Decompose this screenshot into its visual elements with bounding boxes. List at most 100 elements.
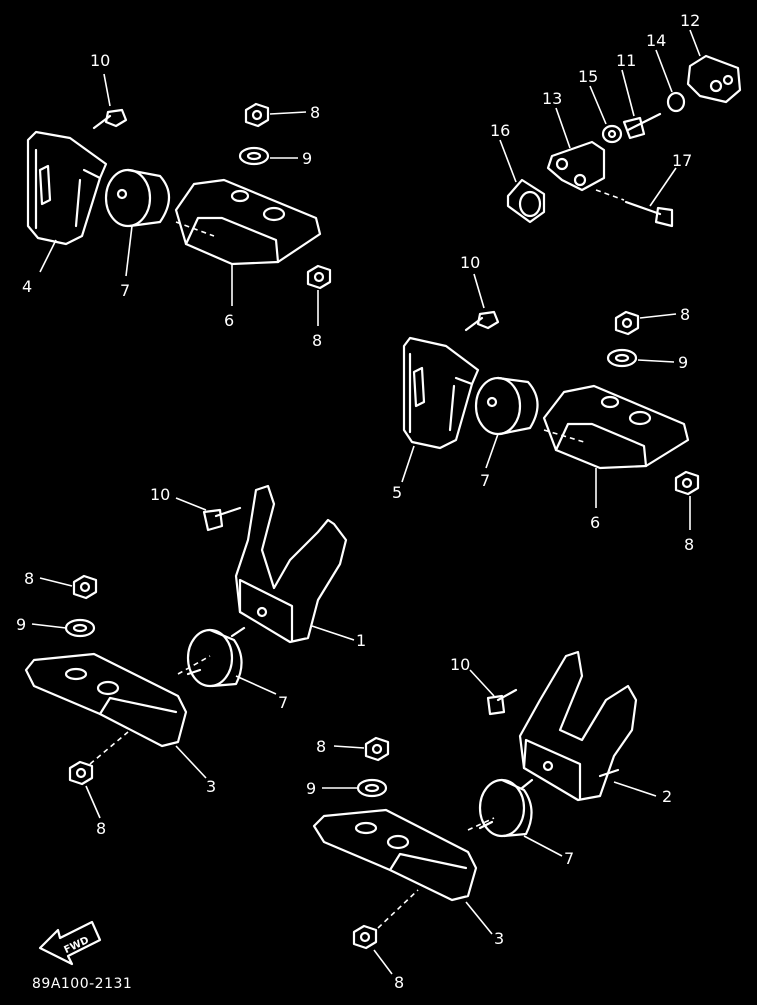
nut-8-middle-lower	[674, 470, 700, 496]
callout-15: 15	[578, 67, 598, 86]
washer-9-top-left	[238, 146, 270, 166]
nut-8-lower-left-bottom	[68, 760, 94, 786]
bracket-12	[686, 54, 742, 104]
callout-14: 14	[646, 31, 666, 50]
leader	[39, 239, 57, 273]
callout-8: 8	[684, 535, 694, 554]
leader	[621, 69, 635, 117]
damper-7-middle	[474, 376, 539, 436]
callout-12: 12	[680, 11, 700, 30]
leader	[469, 669, 495, 697]
leader	[125, 225, 133, 277]
nut-8-lower-right	[364, 736, 390, 762]
bracket-6-middle	[542, 384, 690, 470]
callout-8: 8	[312, 331, 322, 350]
callout-10: 10	[450, 655, 470, 674]
drawing-code: 89A100-2131	[32, 976, 132, 992]
bolt-10-middle	[464, 310, 500, 332]
leader	[333, 745, 365, 749]
callout-2: 2	[662, 787, 672, 806]
leader	[555, 107, 571, 149]
leader	[311, 625, 355, 641]
bracket-13	[546, 140, 606, 192]
leader	[235, 675, 277, 695]
leader	[639, 313, 677, 319]
nut-8-lower-left	[72, 574, 98, 600]
fwd-label: FWD	[62, 935, 90, 956]
bolt-10-lower-left	[202, 506, 242, 532]
bracket-6-top-left	[174, 178, 322, 266]
bolt-10-lower-right	[486, 688, 518, 716]
leader	[637, 359, 675, 363]
callout-9: 9	[16, 615, 26, 634]
fwd-arrow-icon: FWD	[38, 920, 102, 966]
washer-15	[601, 124, 623, 144]
leader	[485, 433, 499, 469]
nut-8-lower-right-bottom	[352, 924, 378, 950]
callout-8: 8	[680, 305, 690, 324]
callout-3: 3	[206, 777, 216, 796]
bracket-4	[26, 130, 108, 246]
leader	[523, 835, 563, 857]
callout-6: 6	[590, 513, 600, 532]
leader	[473, 273, 485, 309]
bolt-17	[595, 189, 674, 228]
leader	[401, 445, 415, 483]
leader	[269, 111, 307, 115]
callout-8: 8	[96, 819, 106, 838]
bracket-3-lower-right	[312, 808, 495, 929]
callout-9: 9	[678, 353, 688, 372]
leader	[175, 745, 207, 779]
callout-8: 8	[394, 973, 404, 992]
callout-10: 10	[460, 253, 480, 272]
callout-7: 7	[120, 281, 130, 300]
leader	[373, 949, 393, 975]
bracket-2	[518, 650, 638, 802]
leader	[31, 623, 67, 629]
leader	[39, 577, 73, 587]
callout-17: 17	[672, 151, 692, 170]
damper-7-lower-right	[478, 778, 534, 838]
bracket-5	[402, 336, 480, 450]
bracket-1	[234, 484, 348, 644]
callout-8: 8	[316, 737, 326, 756]
callout-10: 10	[150, 485, 170, 504]
callout-9: 9	[306, 779, 316, 798]
damper-7-lower-left	[186, 626, 246, 688]
callout-1: 1	[356, 631, 366, 650]
washer-14	[666, 91, 686, 113]
leader	[465, 901, 493, 935]
callout-5: 5	[392, 483, 402, 502]
bushing-16	[506, 178, 546, 224]
callout-11: 11	[616, 51, 636, 70]
leader	[103, 73, 111, 107]
leader	[175, 497, 207, 511]
bolt-10-top-left	[92, 108, 128, 130]
leader	[655, 49, 673, 93]
washer-9-lower-left	[64, 618, 96, 638]
callout-8: 8	[310, 103, 320, 122]
nut-8-top-left-lower	[306, 264, 332, 290]
callout-10: 10	[90, 51, 110, 70]
leader	[689, 29, 701, 57]
nut-8-middle	[614, 310, 640, 336]
bracket-3-lower-left	[24, 652, 211, 765]
leader	[85, 785, 101, 819]
nut-8-top-left	[244, 102, 270, 128]
callout-8: 8	[24, 569, 34, 588]
callout-7: 7	[278, 693, 288, 712]
bolt-11	[622, 112, 662, 140]
callout-3: 3	[494, 929, 504, 948]
leader	[589, 85, 607, 125]
callout-4: 4	[22, 277, 32, 296]
leader	[499, 139, 517, 183]
callout-13: 13	[542, 89, 562, 108]
washer-9-middle	[606, 348, 638, 368]
callout-7: 7	[564, 849, 574, 868]
leader	[613, 781, 657, 797]
callout-16: 16	[490, 121, 510, 140]
callout-6: 6	[224, 311, 234, 330]
washer-9-lower-right	[356, 778, 388, 798]
